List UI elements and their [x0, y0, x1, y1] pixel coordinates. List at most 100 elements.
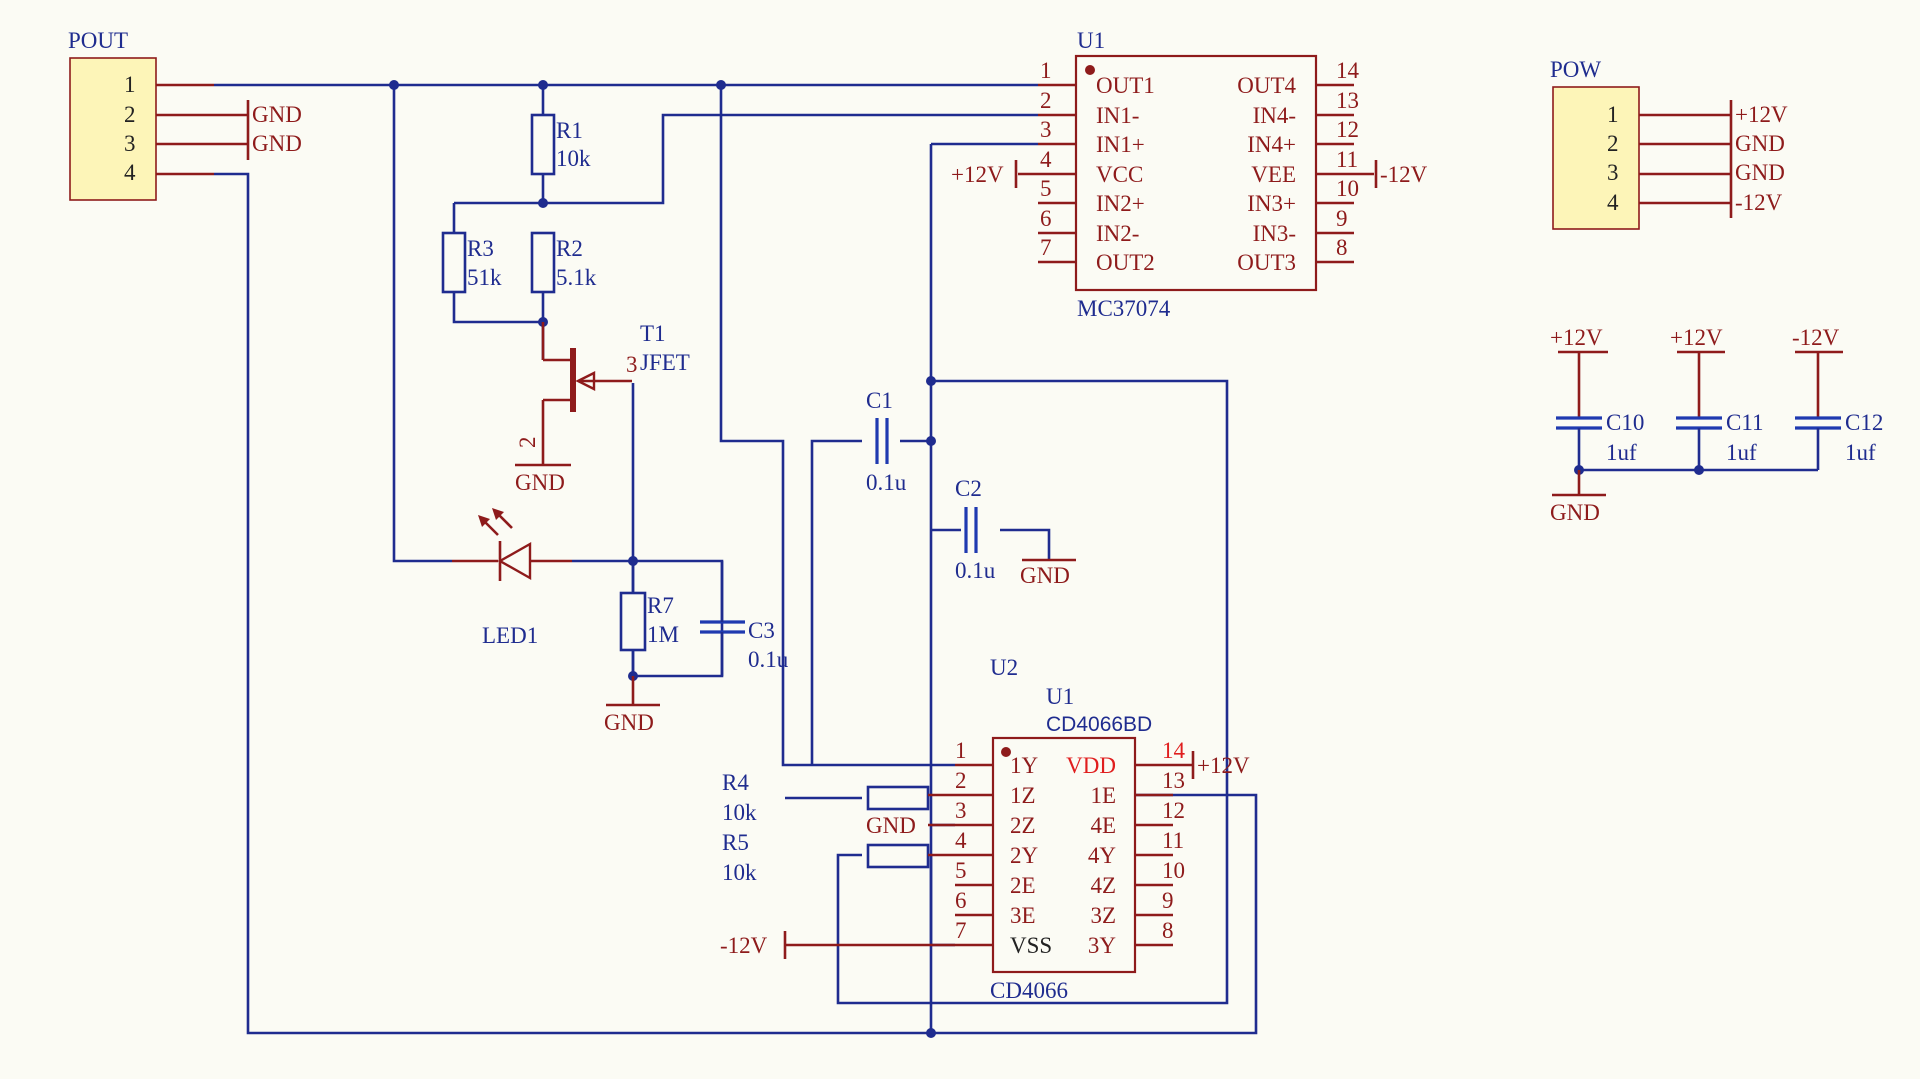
c12-net: -12V	[1792, 325, 1840, 350]
u2-pin3-gnd: GND	[866, 813, 916, 838]
capacitor-c3: C3 0.1u	[700, 618, 789, 672]
u1-pin-name-9: IN3-	[1253, 221, 1296, 246]
u1-vee-net: -12V	[1380, 162, 1428, 187]
capacitor-c1: C1 0.1u	[866, 388, 907, 495]
u1-pin-num-12: 12	[1336, 117, 1359, 142]
u2-pin-num-7: 7	[955, 918, 967, 943]
u1-pin-name-12: IN4+	[1247, 132, 1296, 157]
u1-pin-name-4: VCC	[1096, 162, 1143, 187]
r2-ref: R2	[556, 236, 583, 261]
pow-pin-3: 3	[1607, 160, 1619, 185]
c10-net: +12V	[1550, 325, 1603, 350]
c10-value: 1uf	[1606, 440, 1637, 465]
u1-part: MC37074	[1077, 296, 1171, 321]
pout-pin-1: 1	[124, 72, 136, 97]
pow-net-1: +12V	[1735, 102, 1788, 127]
u1-pin-num-8: 8	[1336, 235, 1348, 260]
c2-value: 0.1u	[955, 558, 996, 583]
led1-ref: LED1	[482, 623, 538, 648]
u2-pin-name-1: 1Y	[1010, 753, 1039, 778]
u2-pin-num-6: 6	[955, 888, 967, 913]
switch-ic-u2: U2 U1 CD4066BD CD4066 1 2 3 4 5 6 7 1Y 1…	[720, 655, 1250, 1003]
u2-pin-name-12: 4E	[1090, 813, 1116, 838]
resistor-r3: R3 51k	[441, 231, 502, 294]
c11-ref: C11	[1726, 410, 1764, 435]
c12-ref: C12	[1845, 410, 1883, 435]
t1-gate-pin: 3	[626, 352, 638, 377]
resistor-r5: R5 10k	[722, 830, 930, 885]
wires	[214, 83, 1818, 1035]
r5-value: 10k	[722, 860, 757, 885]
u2-pin-num-11: 11	[1162, 828, 1184, 853]
u2-pin-name-5: 2E	[1010, 873, 1036, 898]
u2-pin-num-8: 8	[1162, 918, 1174, 943]
u2-pin-name-7: VSS	[1010, 933, 1052, 958]
u1-pin-num-5: 5	[1040, 176, 1052, 201]
u2-footer: CD4066	[990, 978, 1068, 1003]
u2-pin-name-11: 4Y	[1088, 843, 1117, 868]
r1-ref: R1	[556, 118, 583, 143]
u1-pin-num-4: 4	[1040, 147, 1052, 172]
capacitor-c11: +12V C11 1uf	[1670, 325, 1764, 470]
u1-vcc-net: +12V	[951, 162, 1004, 187]
c2-gnd-label: GND	[1020, 563, 1070, 588]
r2-value: 5.1k	[556, 265, 597, 290]
u2-pin-name-6: 3E	[1010, 903, 1036, 928]
pout-pin-4: 4	[124, 160, 136, 185]
u1-pin-name-13: IN4-	[1253, 103, 1296, 128]
r7-gnd: GND	[604, 676, 660, 735]
r5-ref: R5	[722, 830, 749, 855]
u2-pin-name-10: 4Z	[1090, 873, 1116, 898]
resistor-r7: R7 1M	[619, 591, 679, 652]
c3-value: 0.1u	[748, 647, 789, 672]
c11-value: 1uf	[1726, 440, 1757, 465]
c10-ref: C10	[1606, 410, 1644, 435]
pow-pin-4: 4	[1607, 190, 1619, 215]
u2-pin-num-14: 14	[1162, 738, 1186, 763]
pout-connector: POUT 1 2 3 4 GND GND	[68, 28, 302, 201]
u2-pin-num-4: 4	[955, 828, 967, 853]
r7-gnd-label: GND	[604, 710, 654, 735]
u2-pin-num-2: 2	[955, 768, 967, 793]
u1-ref: U1	[1077, 28, 1105, 53]
led-led1: LED1	[452, 508, 572, 648]
u1-pin-name-3: IN1+	[1096, 132, 1145, 157]
t1-gnd-label: GND	[515, 470, 565, 495]
resistor-r1: R1 10k	[530, 113, 591, 176]
pow-label: POW	[1550, 57, 1601, 82]
u1-pin-num-10: 10	[1336, 176, 1359, 201]
pow-net-3: GND	[1735, 160, 1785, 185]
c2-ref: C2	[955, 476, 982, 501]
u1-pin-name-8: OUT3	[1237, 250, 1296, 275]
u2-part: CD4066BD	[1046, 713, 1152, 736]
c3-ref: C3	[748, 618, 775, 643]
u1-pin-num-13: 13	[1336, 88, 1359, 113]
pout-pin-3: 3	[124, 131, 136, 156]
r7-ref: R7	[647, 593, 674, 618]
u1-pin-name-2: IN1-	[1096, 103, 1139, 128]
u1-pin-num-14: 14	[1336, 58, 1360, 83]
capacitor-c12: -12V C12 1uf	[1792, 325, 1883, 470]
capacitor-c10: +12V C10 1uf	[1550, 325, 1644, 470]
c1-ref: C1	[866, 388, 893, 413]
pout-gnd-label-3: GND	[252, 131, 302, 156]
pout-pin-2: 2	[124, 102, 136, 127]
t1-type: JFET	[640, 350, 690, 375]
u1-pin-name-11: VEE	[1251, 162, 1296, 187]
pow-connector: POW 1 2 3 4 +12V GND GND -12V	[1550, 57, 1788, 230]
pout-gnd-label-2: GND	[252, 102, 302, 127]
r3-value: 51k	[467, 265, 502, 290]
u1-pin-name-14: OUT4	[1237, 73, 1296, 98]
pow-pin-2: 2	[1607, 131, 1619, 156]
jfet-t1: T1 JFET 3 2 GND	[515, 321, 690, 495]
pow-net-4: -12V	[1735, 190, 1783, 215]
c1-value: 0.1u	[866, 470, 907, 495]
t1-source-pin: 2	[515, 437, 540, 449]
u2-pin-name-14: VDD	[1066, 753, 1116, 778]
pow-net-2: GND	[1735, 131, 1785, 156]
u2-pin-num-13: 13	[1162, 768, 1185, 793]
u2-pin-num-3: 3	[955, 798, 967, 823]
u2-pin-num-5: 5	[955, 858, 967, 883]
u1-pin-num-6: 6	[1040, 206, 1052, 231]
